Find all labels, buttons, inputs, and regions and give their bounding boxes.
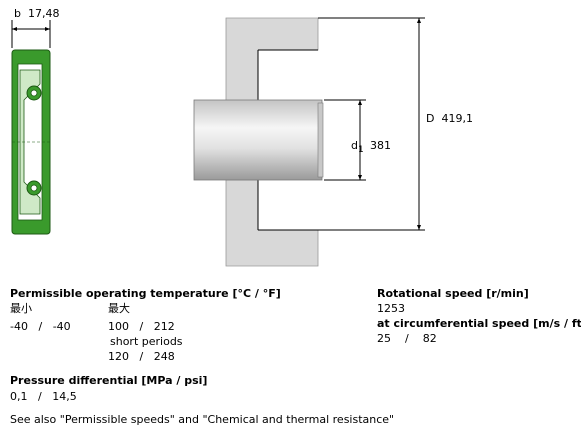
d1-label: d1: [351, 139, 364, 157]
temperature-short-c: 120: [108, 350, 129, 363]
D-arrow-top: [417, 18, 421, 23]
temperature-short-f: 248: [153, 350, 175, 363]
temperature-min-value: -40 / -40: [10, 320, 71, 333]
circumferential-sep: /: [405, 332, 409, 345]
pressure-heading: Pressure differential [MPa / psi]: [10, 374, 208, 387]
temperature-max-value: 100 / 212: [108, 320, 175, 333]
temperature-short-label: short periods: [110, 335, 183, 348]
d1-arrow-top: [358, 100, 362, 105]
D-label: D 419,1: [426, 112, 473, 125]
circumferential-ms: 25: [377, 332, 391, 345]
rotational-speed-heading: Rotational speed [r/min]: [377, 287, 529, 300]
circumferential-fts: 82: [422, 332, 437, 345]
b-arrow-left: [12, 27, 17, 31]
b-value: 17,48: [27, 7, 60, 20]
rotational-speed-value: 1253: [377, 302, 405, 315]
d1-arrow-bottom: [358, 175, 362, 180]
seal-cross-section: [11, 49, 51, 235]
D-value: 419,1: [441, 112, 473, 125]
D-symbol: D: [426, 112, 435, 125]
temperature-short-value: 120 / 248: [108, 350, 175, 363]
b-arrow-right: [45, 27, 50, 31]
temperature-max-label: 最大: [108, 302, 130, 315]
pressure-mpa: 0,1: [10, 390, 28, 403]
temperature-min-sep: /: [38, 320, 43, 333]
temperature-max-f: 212: [153, 320, 175, 333]
see-also-note: See also "Permissible speeds" and "Chemi…: [10, 413, 395, 426]
d1-subscript: 1: [357, 145, 364, 156]
b-symbol: b: [14, 7, 21, 20]
temperature-max-sep: /: [139, 320, 144, 333]
pressure-value: 0,1 / 14,5: [10, 390, 77, 403]
circumferential-speed-heading: at circumferential speed [m/s / ft/s]: [377, 317, 581, 330]
temperature-min-label: 最小: [10, 302, 32, 315]
temperature-min-c: -40: [10, 320, 28, 333]
d1-symbol: d: [351, 139, 358, 152]
pressure-sep: /: [38, 390, 42, 403]
circumferential-speed-value: 25 / 82: [377, 332, 437, 345]
shaft: [193, 99, 324, 181]
d1-value: 381: [370, 139, 391, 152]
pressure-psi: 14,5: [52, 390, 77, 403]
temperature-short-sep: /: [139, 350, 144, 363]
temperature-heading: Permissible operating temperature [°C / …: [10, 287, 281, 300]
temperature-min-f: -40: [52, 320, 71, 333]
housing-section: [225, 17, 319, 267]
b-label: b 17,48: [14, 7, 59, 20]
D-arrow-bottom: [417, 225, 421, 230]
temperature-max-c: 100: [108, 320, 129, 333]
